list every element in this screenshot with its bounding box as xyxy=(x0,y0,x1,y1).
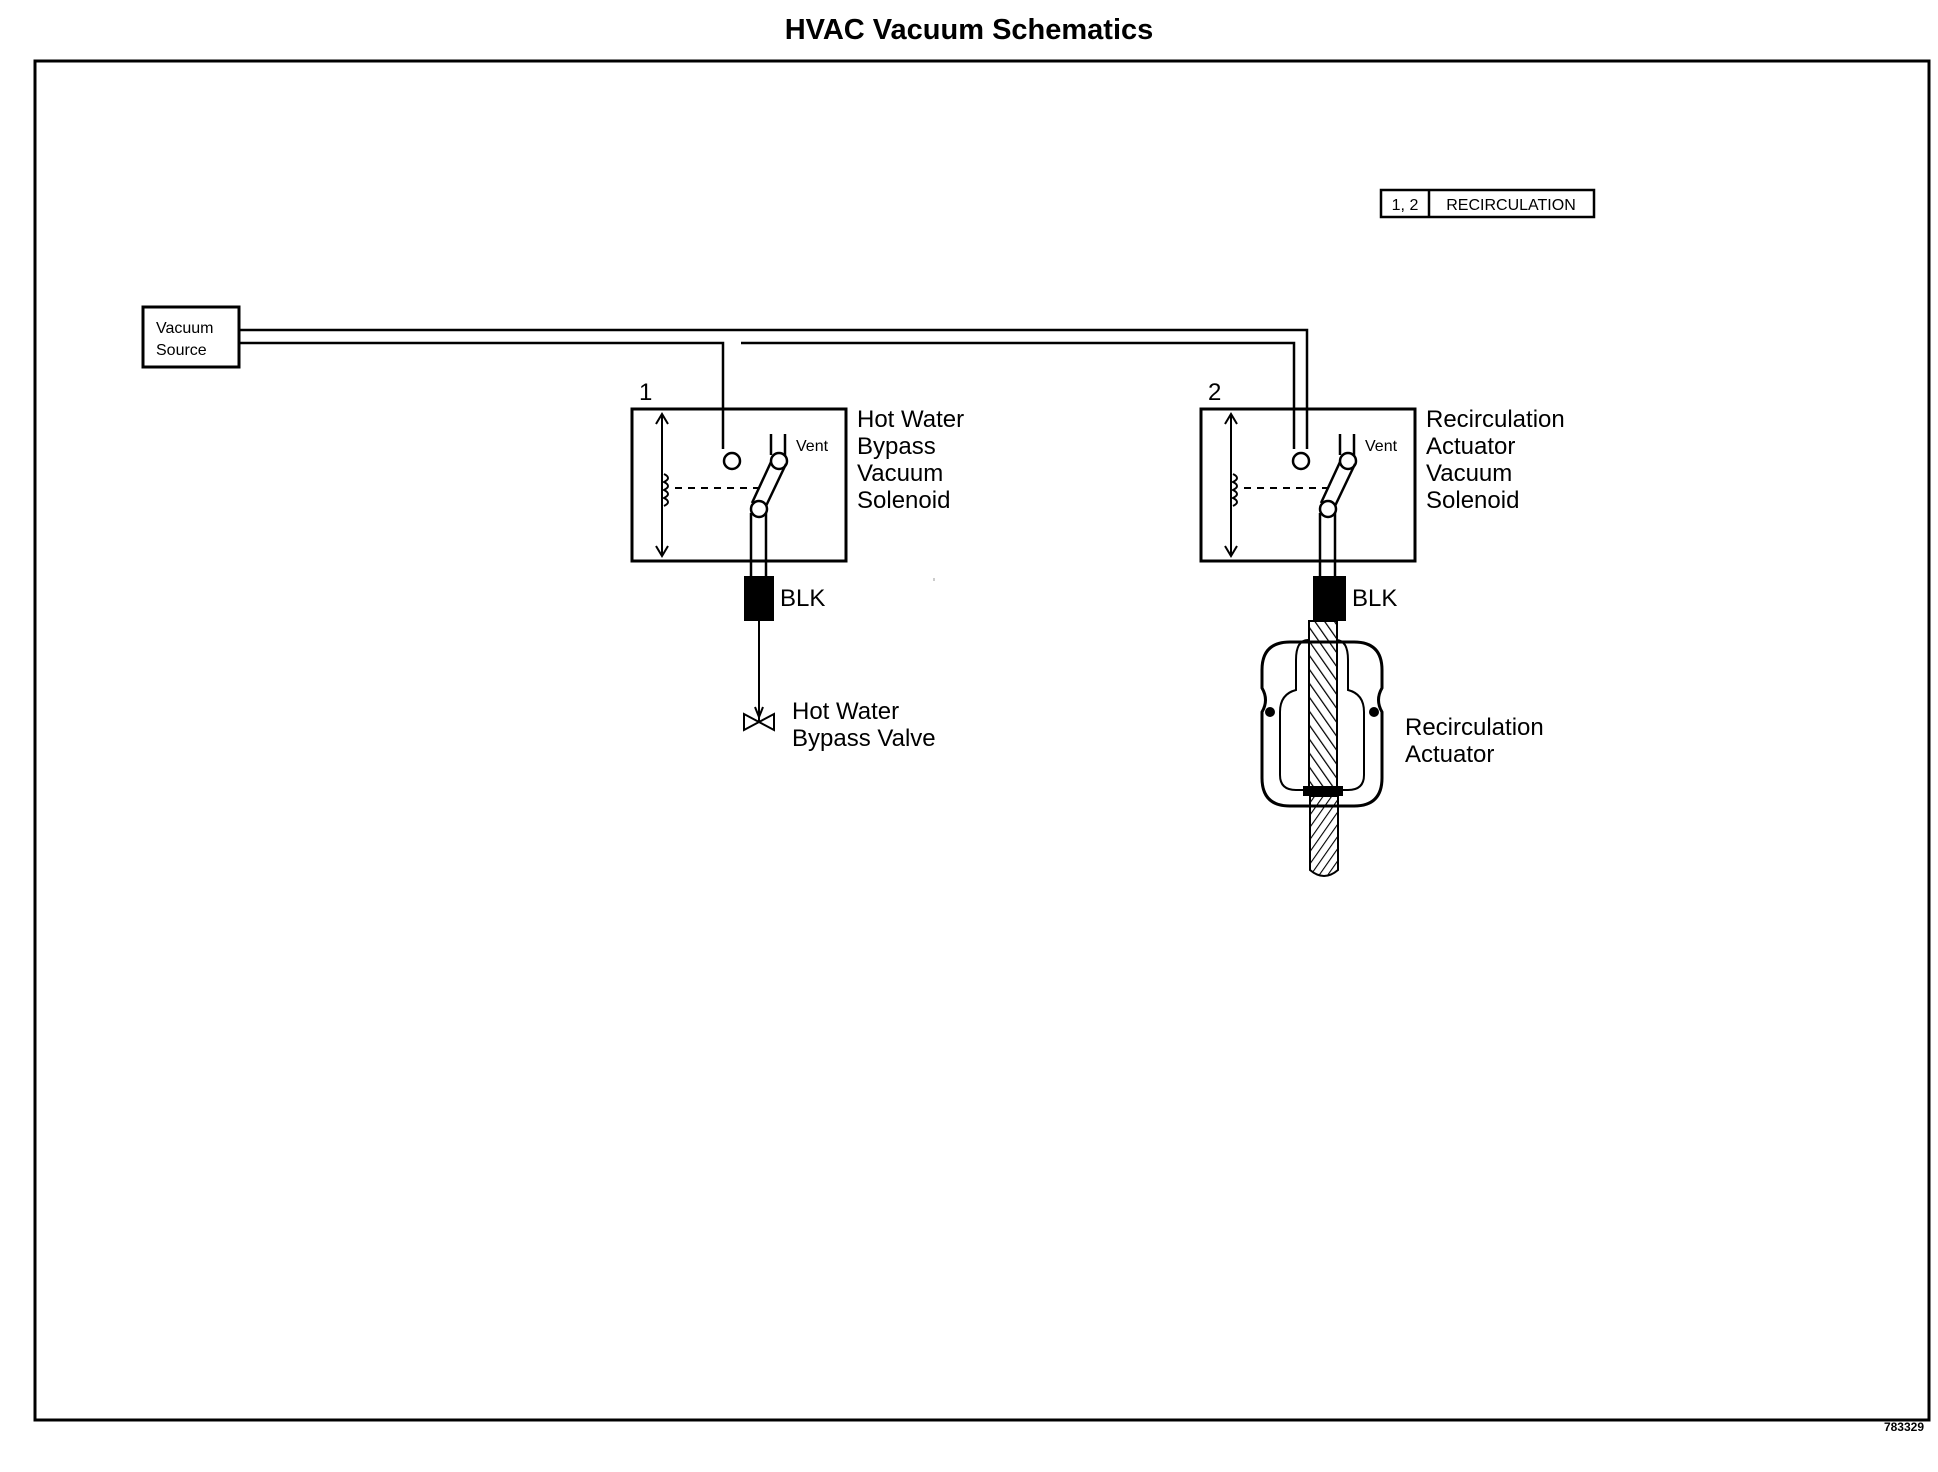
hot-water-bypass-solenoid: 1 Vent BLK Hot Water Bypass Vacuum Solen… xyxy=(630,379,964,621)
recirculation-actuator: Recirculation Actuator xyxy=(1260,620,1544,877)
vacuum-source-line2: Source xyxy=(156,342,207,359)
page-title: HVAC Vacuum Schematics xyxy=(784,14,1154,46)
diagram-frame xyxy=(33,59,1931,1422)
solenoid-2-label-line2: Actuator xyxy=(1426,433,1515,460)
solenoid-2-label-line4: Solenoid xyxy=(1426,487,1519,514)
valve-label-line2: Bypass Valve xyxy=(792,725,936,752)
vacuum-source: Vacuum Source xyxy=(141,305,241,369)
actuator-label-line1: Recirculation xyxy=(1405,714,1544,741)
solenoid-1-vent-label: Vent xyxy=(796,438,829,455)
solenoid-1-label-line3: Vacuum xyxy=(857,460,943,487)
solenoid-2-label-line1: Recirculation xyxy=(1426,406,1565,433)
recirculation-actuator-solenoid: 2 Vent BLK Recirculation Actuator Vacuum… xyxy=(1199,379,1565,621)
legend-circuits: 1, 2 xyxy=(1392,197,1419,214)
solenoid-2-connector-label: BLK xyxy=(1352,585,1397,612)
document-number: 783329 xyxy=(1883,1420,1924,1434)
solenoid-2-number: 2 xyxy=(1208,379,1221,406)
solenoid-1-label-line1: Hot Water xyxy=(857,406,964,433)
solenoid-2-connector xyxy=(1313,576,1346,621)
valve-label-line1: Hot Water xyxy=(792,698,899,725)
solenoid-1-number: 1 xyxy=(639,379,652,406)
solenoid-1-label-line2: Bypass xyxy=(857,433,936,460)
solenoid-2-label-line3: Vacuum xyxy=(1426,460,1512,487)
solenoid-1-label-line4: Solenoid xyxy=(857,487,950,514)
solenoid-1-connector-label: BLK xyxy=(780,585,825,612)
vacuum-source-line1: Vacuum xyxy=(156,320,214,337)
hot-water-bypass-valve: Hot Water Bypass Valve xyxy=(743,621,936,752)
actuator-label-line2: Actuator xyxy=(1405,741,1494,768)
solenoid-2-vent-label: Vent xyxy=(1365,438,1398,455)
legend-label: RECIRCULATION xyxy=(1446,197,1576,214)
vacuum-hose xyxy=(239,328,1309,449)
solenoid-1-connector xyxy=(744,576,774,621)
circuit-legend: 1, 2 RECIRCULATION xyxy=(1379,188,1596,219)
